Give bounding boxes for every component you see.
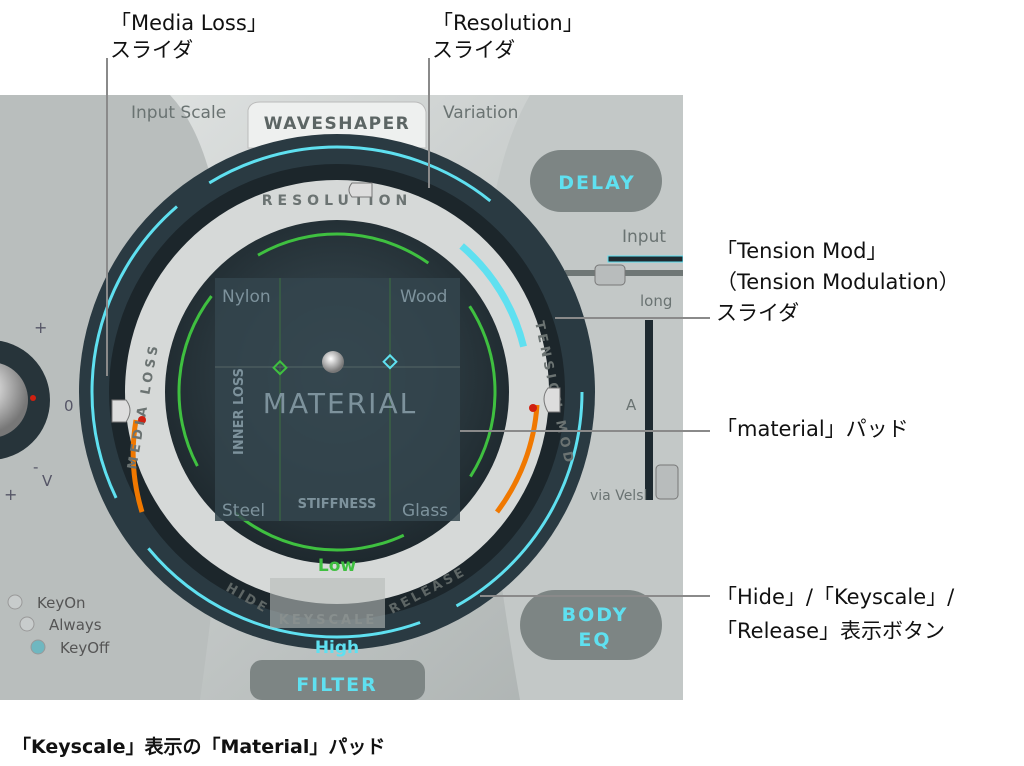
svg-text:Glass: Glass — [402, 501, 448, 521]
callout-text: 「Media Loss」 — [110, 11, 268, 35]
svg-text:KEYSCALE: KEYSCALE — [279, 613, 378, 628]
svg-text:INNER LOSS: INNER LOSS — [232, 368, 247, 455]
knob-v: V — [42, 472, 53, 490]
diamond-marker-cyan — [382, 353, 398, 370]
radio-keyoff[interactable]: KeyOff — [30, 639, 110, 657]
long-label: long — [640, 292, 672, 310]
radio-keyon[interactable]: KeyOn — [7, 594, 86, 612]
callout-text: スライダ — [432, 38, 516, 62]
callout-material-pad: 「material」パッド — [716, 416, 909, 443]
keyscale-button[interactable]: KEYSCALE — [270, 578, 385, 628]
input-scale-label: Input Scale — [131, 103, 226, 123]
svg-text:DELAY: DELAY — [558, 172, 636, 194]
input-slider-handle[interactable] — [594, 264, 626, 286]
svg-text:STIFFNESS: STIFFNESS — [298, 497, 377, 512]
callout-text: 「Resolution」 — [432, 11, 584, 35]
filter-button[interactable] — [250, 660, 425, 700]
material-pad[interactable]: Nylon Wood Steel Glass MATERIAL STIFFNES… — [215, 278, 460, 521]
callout-tension-mod: 「Tension Mod」 （Tension Modulation） スライダ — [716, 236, 960, 329]
callout-media-loss: 「Media Loss」 スライダ — [110, 10, 268, 64]
svg-text:Nylon: Nylon — [222, 287, 271, 307]
knob-zero: 0 — [64, 397, 74, 415]
callout-text: スライダ — [716, 301, 800, 325]
callout-text: 「Release」表示ボタン — [716, 619, 946, 643]
radio-always[interactable]: Always — [19, 616, 102, 634]
svg-text:EQ: EQ — [578, 629, 611, 651]
svg-text:Always: Always — [49, 616, 102, 634]
low-label: Low — [318, 556, 357, 576]
high-label: High — [315, 638, 359, 658]
delay-button[interactable] — [530, 150, 662, 212]
callout-display-buttons: 「Hide」/「Keyscale」/ 「Release」表示ボタン — [716, 580, 954, 648]
diamond-marker-green — [272, 359, 288, 376]
resolution-leader — [428, 58, 430, 188]
buttons-leader — [480, 595, 710, 597]
callout-text: 「Hide」/「Keyscale」/ — [716, 585, 955, 609]
knob-minus: - — [33, 458, 38, 476]
svg-text:KeyOn: KeyOn — [37, 594, 86, 612]
tension-mod-leader — [555, 317, 710, 319]
svg-text:FILTER: FILTER — [296, 674, 378, 696]
callout-text: 「Tension Mod」 — [716, 239, 888, 263]
plus-2: + — [4, 485, 17, 504]
variation-label: Variation — [443, 103, 518, 123]
via-velsens-label: via Velsl — [590, 488, 647, 504]
callout-resolution: 「Resolution」 スライダ — [432, 10, 584, 64]
a-label: A — [626, 396, 637, 414]
svg-text:BODY: BODY — [562, 604, 629, 626]
material-pad-leader — [460, 430, 710, 432]
svg-text:KeyOff: KeyOff — [60, 639, 110, 657]
waveshaper-tab[interactable]: WAVESHAPER — [264, 114, 411, 134]
resolution-slider-handle[interactable] — [348, 182, 373, 198]
media-loss-leader — [106, 58, 108, 376]
svg-text:Steel: Steel — [222, 501, 265, 521]
vertical-slider-handle[interactable] — [655, 464, 679, 500]
callout-text: （Tension Modulation） — [716, 270, 960, 294]
svg-text:MATERIAL: MATERIAL — [263, 387, 417, 420]
input-label: Input — [622, 227, 666, 247]
sculpture-plugin-panel: + 0 - V + KeyOn Always KeyOff Input Scal… — [0, 95, 683, 700]
callout-text: 「material」パッド — [716, 417, 909, 441]
body-eq-button[interactable] — [520, 590, 662, 660]
tension-mod-slider-handle[interactable] — [543, 387, 561, 413]
figure-caption: 「Keyscale」表示の「Material」パッド — [12, 736, 386, 758]
svg-text:Wood: Wood — [400, 287, 447, 307]
pad-ball-handle — [322, 351, 344, 373]
knob-plus: + — [34, 318, 47, 337]
media-loss-slider-handle[interactable] — [111, 399, 131, 423]
resolution-slider-label[interactable]: RESOLUTION — [262, 193, 413, 209]
callout-text: スライダ — [110, 38, 194, 62]
